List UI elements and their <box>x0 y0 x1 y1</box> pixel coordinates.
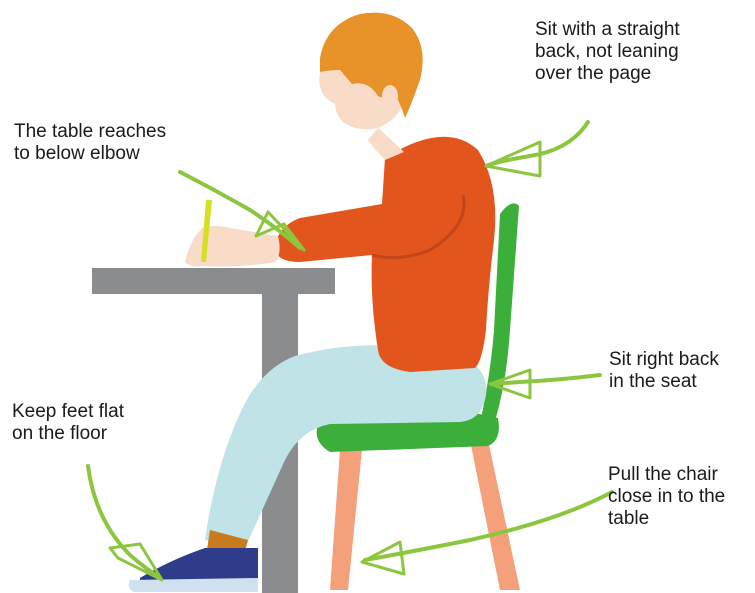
arrow-seat <box>490 370 600 398</box>
label-chair-close: Pull the chair close in to the table <box>608 464 755 530</box>
chair-leg-front <box>330 450 362 590</box>
arrow-feet <box>88 466 162 580</box>
shirt <box>274 137 495 372</box>
child <box>129 13 496 592</box>
chair-leg-back <box>470 440 520 590</box>
arrow-back <box>486 122 588 176</box>
label-straight-back: Sit with a straight back, not leaning ov… <box>535 19 750 85</box>
label-sit-back: Sit right back in the seat <box>609 349 749 393</box>
label-feet-flat: Keep feet flat on the floor <box>12 401 212 445</box>
label-table-height: The table reaches to below elbow <box>14 121 254 165</box>
shoe-sole <box>129 578 258 592</box>
ear <box>382 85 398 107</box>
table-top <box>92 268 335 294</box>
